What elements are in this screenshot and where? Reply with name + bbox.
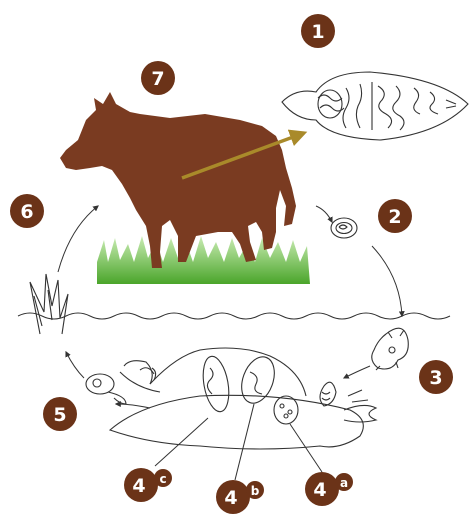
svg-text:a: a — [340, 476, 348, 490]
arrow-4-to-5 — [116, 404, 150, 408]
svg-text:7: 7 — [151, 68, 164, 90]
arrow-1-to-2 — [316, 206, 332, 222]
stage-badge-1: 1 — [301, 14, 335, 48]
stage-badge-4b: 4 b — [216, 480, 264, 514]
stage-badge-4c: 4 c — [124, 468, 172, 502]
svg-text:c: c — [159, 472, 166, 486]
snail-icon — [110, 348, 376, 449]
arrow-5-to-6 — [66, 352, 84, 378]
water-surface-line — [18, 313, 450, 319]
arrow-2-to-3 — [372, 246, 402, 316]
stage-badge-5: 5 — [43, 397, 77, 431]
cow-icon — [60, 92, 296, 268]
svg-text:4: 4 — [224, 487, 237, 509]
grass-patch — [97, 236, 310, 284]
stage-badge-7: 7 — [141, 61, 175, 95]
stage-badge-3: 3 — [419, 360, 453, 394]
cercaria-icon — [86, 374, 126, 404]
svg-text:6: 6 — [20, 201, 33, 223]
svg-text:b: b — [251, 484, 260, 498]
miracidium-icon — [372, 328, 409, 370]
sporocyst-icon — [320, 382, 336, 406]
arrow-3-to-4 — [344, 366, 370, 378]
egg-icon — [331, 218, 357, 238]
arrow-6-to-7 — [58, 206, 98, 272]
stage-badge-2: 2 — [378, 199, 412, 233]
svg-text:2: 2 — [388, 206, 401, 228]
adult-fluke-icon — [282, 72, 468, 140]
stage-badge-4a: 4 a — [305, 472, 353, 506]
svg-text:4: 4 — [313, 479, 326, 501]
svg-text:1: 1 — [311, 21, 324, 43]
metacercaria-on-grass-icon — [30, 274, 68, 334]
svg-text:4: 4 — [132, 475, 145, 497]
svg-text:3: 3 — [429, 367, 442, 389]
stage-badge-6: 6 — [10, 194, 44, 228]
svg-text:5: 5 — [53, 404, 66, 426]
